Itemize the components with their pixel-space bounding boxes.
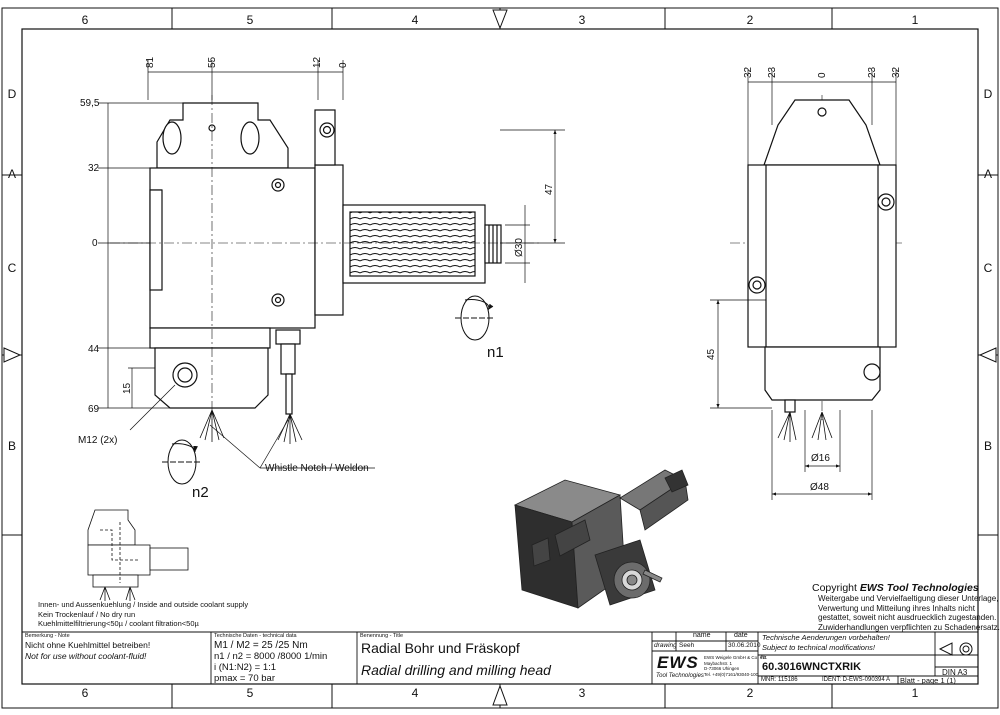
drawn-date: 30.06.2010 [728,642,761,649]
row-label-right: C [984,261,993,275]
coolant-spray [199,409,833,444]
side-dim-23-left: 23 [767,66,778,78]
side-view [747,99,897,413]
side-dim-32-left: 32 [743,66,754,78]
row-label-left: B [8,439,16,453]
front-dimensions [98,60,565,469]
row-label-right: B [984,439,992,453]
sheet-number: Blatt - page 1 (1) [900,676,956,685]
copyright-title: Copyright EWS Tool Technologies [812,582,979,594]
coolant-notes: Innen- und Aussenkuehlung / Inside and o… [38,600,248,629]
remark-de: Nicht ohne Kuehlmittel betreiben! [25,640,151,650]
dim-32: 32 [88,163,100,174]
label-n2: n2 [192,484,209,501]
dim-0-top: 0 [338,62,349,68]
part-number: 60.3016WNCTXRIK [762,661,862,673]
label-n1: n1 [487,344,504,361]
front-view [149,102,502,415]
side-dim-d16: Ø16 [811,453,830,464]
coolant-note-line: Kuehlmittelfiltrierung<50µ / coolant fil… [38,619,199,628]
title-en: Radial drilling and milling head [361,662,551,678]
coolant-note-line: Kein Trockenlauf / No dry run [38,609,136,619]
row-label-right: A [984,167,992,181]
tech-line: M1 / M2 = 25 /25 Nm [214,640,308,651]
ident: IDENT: D-EWS-090394 A [822,677,891,683]
dim-d30: Ø30 [514,238,525,257]
ews-logo: EWS [657,653,699,672]
col-label-bottom: 3 [579,686,586,700]
col-label-bottom: 1 [912,686,919,700]
side-dim-23-right: 23 [867,66,878,78]
row-label-left: D [8,87,17,101]
remark-header: Bemerkung - Note [25,633,70,639]
col-label-top: 6 [82,13,89,27]
isometric-render [513,469,689,609]
side-dim-45: 45 [706,348,717,360]
side-dimensions [710,70,897,500]
tech-line: n1 / n2 = 8000 /8000 1/min [214,651,328,662]
company-address: EWS Weigele GmbH & Co. KG Maybachstr. 1 … [704,655,767,677]
col-name: name [693,632,711,639]
col-label-bottom: 5 [247,686,254,700]
col-date: date [734,632,748,639]
drawing-frame [1,7,999,709]
front-view-labels: 81 55 12 0 59,5 32 0 44 69 15 47 Ø30 M12… [78,56,555,474]
col-label-top: 5 [247,13,254,27]
coolant-schematic [87,509,189,601]
change-de: Technische Aenderungen vorbehalten! [762,633,890,642]
row-drawing: drawing [654,642,677,649]
ews-logo-sub: Tool Technologies [656,673,704,679]
coolant-note-line: Innen- und Aussenkuehlung / Inside and o… [38,600,249,609]
col-label-top: 1 [912,13,919,27]
copyright-line: Zuwiderhandlungen verpflichten zu Schade… [818,622,1000,632]
side-dim-0: 0 [817,72,828,78]
row-label-right: D [984,87,993,101]
title-de: Radial Bohr und Fräskopf [361,640,520,656]
row-label-left: C [8,261,17,275]
tech-line: pmax = 70 bar [214,673,275,684]
rotation-symbols [162,295,495,485]
dim-47: 47 [544,183,555,195]
frame-labels: 6 5 4 3 2 1 6 5 4 3 2 1 D C B A D C B A [8,13,993,700]
col-label-top: 2 [747,13,754,27]
drawn-by: Seeh [679,642,695,649]
change-en: Subject to technical modifications! [762,643,875,652]
remark-en: Not for use without coolant-fluid! [25,651,147,661]
copyright-line: Verwertung und Mitteilung ihres Inhalts … [818,603,975,613]
dim-12: 12 [312,56,323,68]
tech-line: i (N1:N2) = 1:1 [214,662,277,673]
side-dim-d48: Ø48 [810,482,829,493]
label-whistle-notch: Whistle Notch / Weldon [265,463,369,474]
copyright-block: Copyright EWS Tool Technologies Weiterga… [812,582,1000,632]
label-m12: M12 (2x) [78,435,117,446]
row-label-left: A [8,167,16,181]
copyright-brand: EWS Tool Technologies [859,582,979,594]
dim-81: 81 [145,56,156,68]
dim-44: 44 [88,344,100,355]
col-label-bottom: 2 [747,686,754,700]
dim-15: 15 [122,382,133,394]
nr-label: Nr. [761,655,768,661]
name-header: Benennung - Title [360,633,404,639]
col-label-top: 3 [579,13,586,27]
copyright-line: Weitergabe und Vervielfaeltigung dieser … [818,594,999,603]
copyright-line: gestattet, soweit nicht ausdruecklich zu… [818,613,997,622]
col-label-bottom: 4 [412,686,419,700]
dim-69: 69 [88,404,100,415]
dim-59-5: 59,5 [80,98,100,109]
col-label-bottom: 6 [82,686,89,700]
side-view-labels: 32 23 0 23 32 45 Ø16 Ø48 [706,66,902,493]
tech-header: Technische Daten - technical data [214,633,297,639]
side-dim-32-right: 32 [891,66,902,78]
col-label-top: 4 [412,13,419,27]
dim-55: 55 [207,56,218,68]
mnr: MNR: 115186 [761,677,798,683]
format-din-a3: DIN A3 [942,668,968,677]
dim-0-left: 0 [92,238,98,249]
